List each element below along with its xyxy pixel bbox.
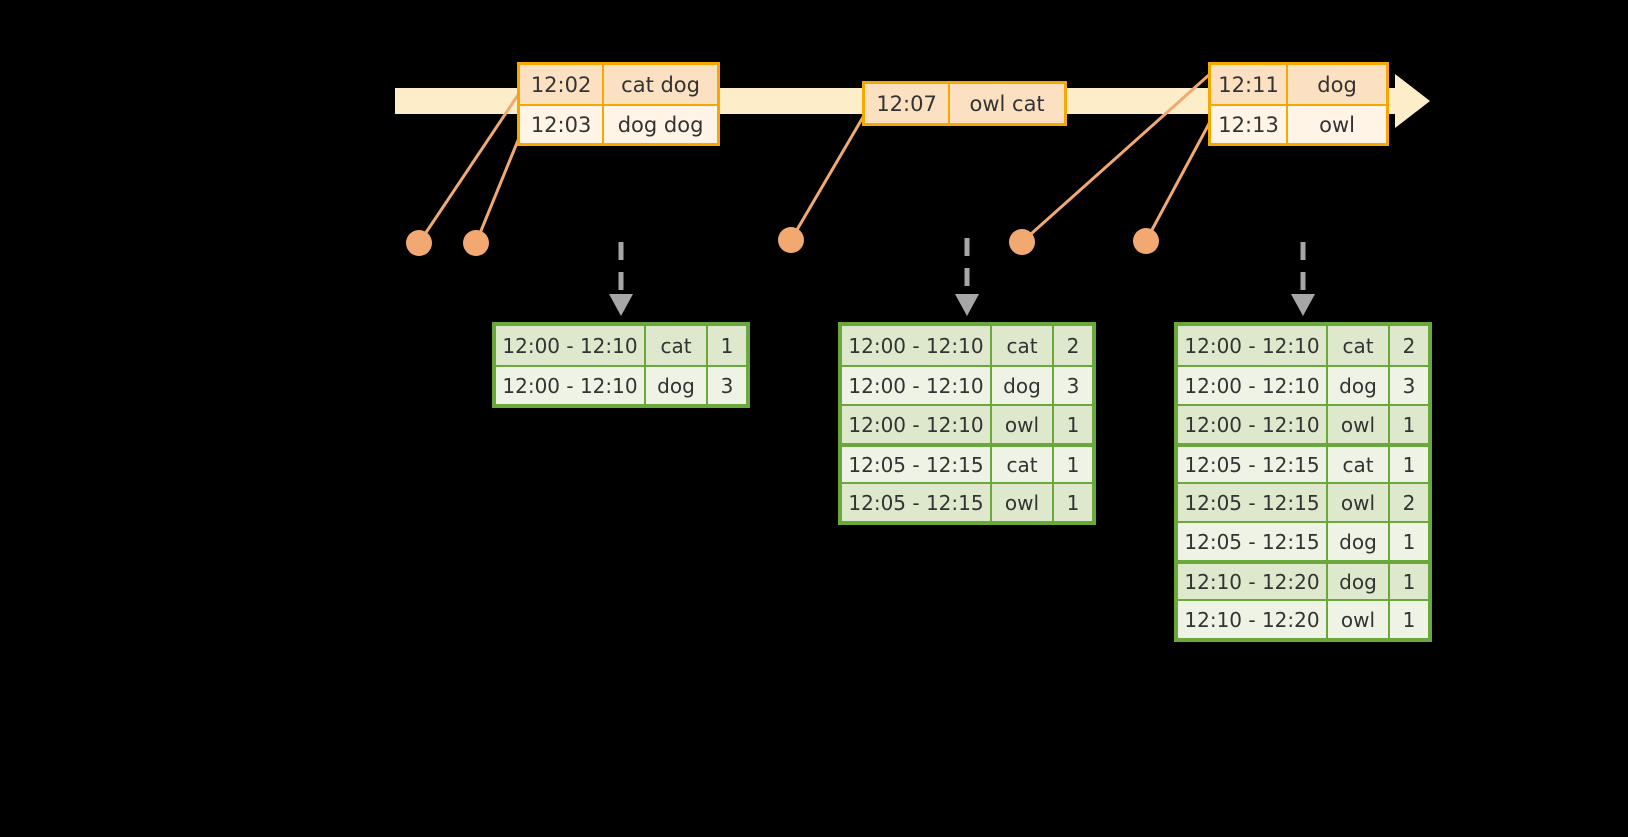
window-cell: 12:05 - 12:15 [1178, 447, 1328, 482]
connector-dot-2 [463, 230, 489, 256]
count-cell: 1 [1402, 452, 1416, 477]
timeline-event-row[interactable]: 12:07 owl cat [865, 84, 1064, 123]
table-row[interactable]: 12:00 - 12:10 dog 3 [1178, 365, 1428, 404]
table-row[interactable]: 12:05 - 12:15 cat 1 [842, 443, 1092, 482]
table-row[interactable]: 12:00 - 12:10 dog 3 [496, 365, 746, 404]
count-cell: 1 [1066, 452, 1080, 477]
window-cell: 12:05 - 12:15 [1178, 484, 1328, 521]
key-cell: dog [992, 367, 1054, 404]
window-cell: 12:00 - 12:10 [496, 367, 646, 404]
window-cell: 12:00 - 12:10 [842, 326, 992, 365]
event-value: owl [1319, 112, 1355, 137]
window-cell: 12:05 - 12:15 [842, 484, 992, 521]
event-time: 12:03 [520, 106, 605, 143]
table-row[interactable]: 12:00 - 12:10 owl 1 [1178, 404, 1428, 443]
window-result-table-2[interactable]: 12:00 - 12:10 cat 2 12:00 - 12:10 dog 3 … [838, 322, 1096, 525]
timeline-event-box-3[interactable]: 12:11 dog 12:13 owl [1208, 62, 1389, 146]
count-cell: 1 [1402, 607, 1416, 632]
event-time: 12:11 [1211, 65, 1289, 104]
connector-line-5 [1144, 119, 1213, 242]
count-cell: 3 [720, 373, 734, 398]
flow-arrows [618, 238, 1306, 296]
key-cell: owl [1328, 406, 1390, 443]
window-result-table-1[interactable]: 12:00 - 12:10 cat 1 12:00 - 12:10 dog 3 [492, 322, 750, 408]
key-cell: owl [1328, 484, 1390, 521]
connector-dot-5 [1133, 228, 1159, 254]
down-arrow-head-icon-1 [609, 294, 633, 316]
count-cell: 2 [1402, 333, 1416, 358]
count-cell: 1 [1402, 569, 1416, 594]
table-row[interactable]: 12:00 - 12:10 cat 1 [496, 326, 746, 365]
table-row[interactable]: 12:10 - 12:20 owl 1 [1178, 599, 1428, 638]
timeline-event-box-2[interactable]: 12:07 owl cat [862, 81, 1067, 126]
key-cell: owl [992, 484, 1054, 521]
connector-line-1 [417, 91, 522, 244]
event-time: 12:07 [865, 84, 951, 123]
key-cell: dog [646, 367, 708, 404]
table-row[interactable]: 12:05 - 12:15 dog 1 [1178, 521, 1428, 560]
timeline-event-row[interactable]: 12:02 cat dog [520, 65, 717, 104]
window-cell: 12:10 - 12:20 [1178, 564, 1328, 599]
key-cell: dog [1328, 564, 1390, 599]
timeline-event-row[interactable]: 12:03 dog dog [520, 104, 717, 143]
key-cell: cat [992, 326, 1054, 365]
count-cell: 1 [720, 333, 734, 358]
key-cell: owl [1328, 601, 1390, 638]
table-row[interactable]: 12:10 - 12:20 dog 1 [1178, 560, 1428, 599]
count-cell: 3 [1066, 373, 1080, 398]
connector-line-2 [474, 132, 523, 244]
event-value: owl cat [969, 91, 1045, 116]
key-cell: cat [1328, 447, 1390, 482]
window-cell: 12:00 - 12:10 [1178, 326, 1328, 365]
connector-dot-3 [778, 227, 804, 253]
table-row[interactable]: 12:00 - 12:10 cat 2 [1178, 326, 1428, 365]
key-cell: cat [992, 447, 1054, 482]
window-cell: 12:00 - 12:10 [1178, 406, 1328, 443]
window-cell: 12:05 - 12:15 [1178, 523, 1328, 560]
window-cell: 12:00 - 12:10 [1178, 367, 1328, 404]
table-row[interactable]: 12:05 - 12:15 cat 1 [1178, 443, 1428, 482]
key-cell: dog [1328, 367, 1390, 404]
event-time: 12:13 [1211, 106, 1289, 143]
key-cell: cat [1328, 326, 1390, 365]
window-cell: 12:00 - 12:10 [842, 367, 992, 404]
count-cell: 1 [1066, 412, 1080, 437]
event-value: dog dog [617, 112, 704, 137]
count-cell: 2 [1066, 333, 1080, 358]
table-row[interactable]: 12:05 - 12:15 owl 1 [842, 482, 1092, 521]
window-result-table-3[interactable]: 12:00 - 12:10 cat 2 12:00 - 12:10 dog 3 … [1174, 322, 1432, 642]
table-row[interactable]: 12:00 - 12:10 cat 2 [842, 326, 1092, 365]
key-cell: owl [992, 406, 1054, 443]
event-value: cat dog [621, 72, 700, 97]
count-cell: 1 [1402, 529, 1416, 554]
connector-dot-4 [1009, 229, 1035, 255]
timeline-event-box-1[interactable]: 12:02 cat dog 12:03 dog dog [517, 62, 720, 146]
key-cell: dog [1328, 523, 1390, 560]
connector-dots [406, 227, 1159, 256]
key-cell: cat [646, 326, 708, 365]
window-cell: 12:00 - 12:10 [496, 326, 646, 365]
count-cell: 1 [1402, 412, 1416, 437]
event-value: dog [1317, 72, 1357, 97]
flow-arrow-heads [609, 294, 1315, 316]
window-cell: 12:10 - 12:20 [1178, 601, 1328, 638]
down-arrow-head-icon-2 [955, 294, 979, 316]
timeline-arrow-head-icon [1395, 74, 1430, 128]
table-row[interactable]: 12:00 - 12:10 dog 3 [842, 365, 1092, 404]
table-row[interactable]: 12:05 - 12:15 owl 2 [1178, 482, 1428, 521]
down-arrow-head-icon-3 [1291, 294, 1315, 316]
count-cell: 3 [1402, 373, 1416, 398]
count-cell: 1 [1066, 490, 1080, 515]
connector-line-3 [789, 111, 868, 241]
event-time: 12:02 [520, 65, 605, 104]
timeline-event-row[interactable]: 12:13 owl [1211, 104, 1386, 143]
timeline-event-row[interactable]: 12:11 dog [1211, 65, 1386, 104]
window-cell: 12:05 - 12:15 [842, 447, 992, 482]
connector-dot-1 [406, 230, 432, 256]
table-row[interactable]: 12:00 - 12:10 owl 1 [842, 404, 1092, 443]
window-cell: 12:00 - 12:10 [842, 406, 992, 443]
count-cell: 2 [1402, 490, 1416, 515]
